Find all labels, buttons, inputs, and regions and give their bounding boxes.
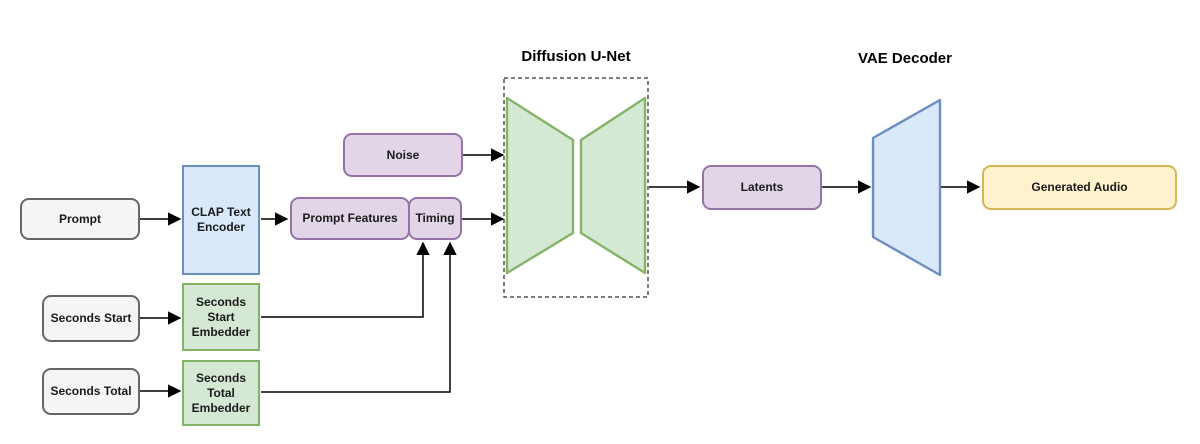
node-label: Seconds Total (50, 384, 132, 398)
node-label: Prompt (59, 211, 101, 226)
node-label: Generated Audio (1031, 180, 1128, 194)
node-label: Seconds Start Embedder (191, 294, 251, 339)
node-seconds-total: Seconds Total (42, 368, 140, 415)
node-latents: Latents (702, 165, 822, 210)
node-label: CLAP Text Encoder (191, 205, 251, 234)
unet-encoder-trapezoid (505, 96, 575, 275)
unet-dashed-boundary (503, 77, 649, 298)
node-label: Seconds Total Embedder (191, 370, 251, 415)
edge-start-embedder-to-timing (261, 241, 430, 318)
node-label: Noise (386, 147, 420, 162)
node-label: Latents (740, 180, 784, 194)
node-seconds-start-embedder: Seconds Start Embedder (182, 283, 260, 351)
unet-title: Diffusion U-Net (521, 48, 631, 65)
node-label: Seconds Start (50, 311, 132, 325)
node-generated-audio: Generated Audio (982, 165, 1177, 210)
node-seconds-total-embedder: Seconds Total Embedder (182, 360, 260, 426)
vae-decoder-trapezoid (871, 98, 942, 277)
unet-decoder-trapezoid (579, 96, 647, 275)
node-prompt-features: Prompt Features (290, 197, 410, 240)
vae-title: VAE Decoder (858, 50, 952, 67)
node-prompt: Prompt (20, 198, 140, 240)
node-clap-text-encoder: CLAP Text Encoder (182, 165, 260, 275)
node-label: Prompt Features (302, 211, 398, 225)
node-noise: Noise (343, 133, 463, 177)
node-seconds-start: Seconds Start (42, 295, 140, 342)
node-label: Timing (415, 211, 455, 225)
node-timing: Timing (408, 197, 462, 240)
edge-total-embedder-to-timing (261, 241, 457, 393)
